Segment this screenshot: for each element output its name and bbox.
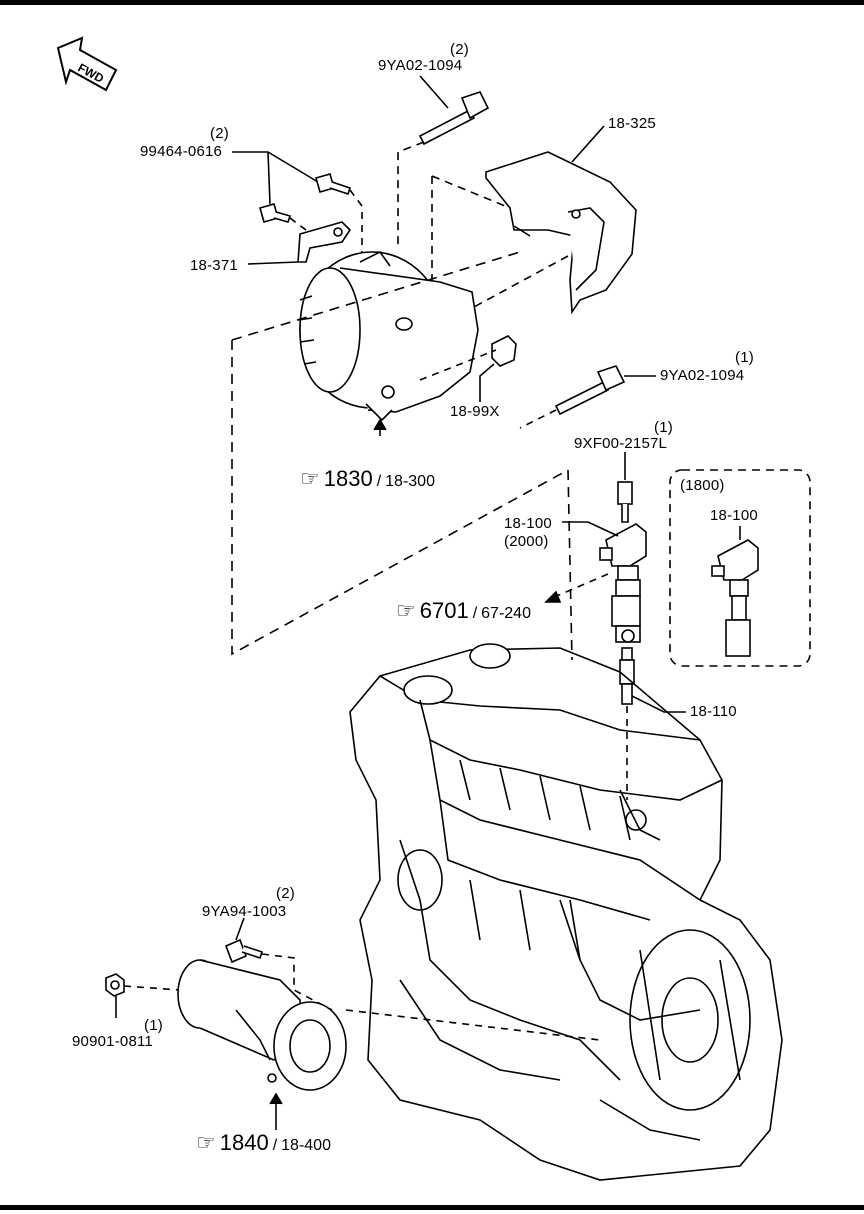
left-bolt-2-icon (259, 203, 292, 223)
alternator-icon (297, 250, 479, 422)
leader-starter-bolt (235, 917, 245, 941)
heat-shield-label: 18-325 (608, 115, 656, 132)
pointing-hand-icon: ☜ (300, 466, 320, 491)
pointing-hand-icon: ☜ (396, 598, 416, 623)
bolt-top-qty: (2) (450, 41, 469, 58)
dash-top-bolt (397, 141, 425, 250)
top-bolt-icon (418, 91, 490, 146)
inset-variant-label: (1800) (680, 477, 725, 494)
inset-coil-icon (711, 539, 759, 657)
bracket-label: 18-371 (190, 257, 238, 274)
bolt-right-part-number: 9YA02-1094 (660, 367, 745, 384)
connector-icon (491, 335, 517, 367)
bolt-right-qty: (1) (735, 349, 754, 366)
bottom-border (0, 1205, 864, 1210)
bracket-icon (297, 221, 352, 263)
leader-connector (479, 363, 495, 402)
leader-bracket (247, 261, 299, 265)
inset-coil-label: 18-100 (710, 507, 758, 524)
pointing-hand-icon: ☜ (196, 1130, 216, 1155)
leader-left-bolts (232, 151, 319, 205)
inset-box (669, 469, 811, 667)
dash-left-bolt (349, 189, 363, 258)
bolt-left-qty: (2) (210, 125, 229, 142)
leader-coil (562, 521, 619, 537)
fwd-arrow-icon (56, 36, 118, 92)
left-bolt-1-icon (315, 173, 352, 196)
ref-coil[interactable]: ☜ 6701 / 67-240 (396, 598, 531, 624)
ignition-coil-icon (599, 523, 647, 643)
starter-bolt-part-number: 9YA94-1003 (202, 903, 287, 920)
ref-starter-code: 1840 (219, 1130, 269, 1155)
spark-plug-label: 18-110 (690, 703, 737, 720)
alternator-dash-frame (231, 340, 569, 656)
starter-motor-icon (177, 959, 347, 1091)
ref-alternator[interactable]: ☜ 1830 / 18-300 (300, 466, 435, 492)
ref-alternator-sep: / (376, 473, 382, 490)
nut-icon (105, 973, 125, 997)
ref-coil-sep: / (472, 605, 478, 622)
bolt-top-part-number: 9YA02-1094 (378, 57, 463, 74)
leader-heat-shield (571, 125, 605, 163)
ref-starter-sep: / (272, 1137, 278, 1154)
starter-bolt-icon (224, 938, 264, 964)
ref-coil-page: 67-240 (481, 605, 531, 622)
coil-bolt-qty: (1) (654, 419, 673, 436)
top-border (0, 0, 864, 5)
nut-part-number: 90901-0811 (72, 1033, 153, 1050)
engine-block-icon (349, 643, 783, 1181)
coil-label: 18-100 (504, 515, 552, 532)
ref-starter[interactable]: ☜ 1840 / 18-400 (196, 1130, 331, 1156)
coil-bolt-icon (617, 481, 633, 523)
coil-bolt-part-number: 9XF00-2157L (574, 435, 668, 452)
bolt-left-part-number: 99464-0616 (140, 143, 223, 160)
connector-label: 18-99X (450, 403, 500, 420)
right-bolt-icon (554, 365, 626, 416)
starter-bolt-qty: (2) (276, 885, 295, 902)
heat-shield-icon (485, 151, 637, 315)
leader-top-bolt (419, 75, 449, 109)
ref-starter-page: 18-400 (281, 1137, 331, 1154)
coil-variant-label: (2000) (504, 533, 549, 550)
ref-alternator-code: 1830 (323, 466, 373, 491)
ref-alternator-page: 18-300 (385, 473, 435, 490)
leader-spark-plug (631, 695, 686, 713)
ref-coil-code: 6701 (419, 598, 469, 623)
spark-plug-icon (619, 647, 635, 705)
nut-qty: (1) (144, 1017, 163, 1034)
